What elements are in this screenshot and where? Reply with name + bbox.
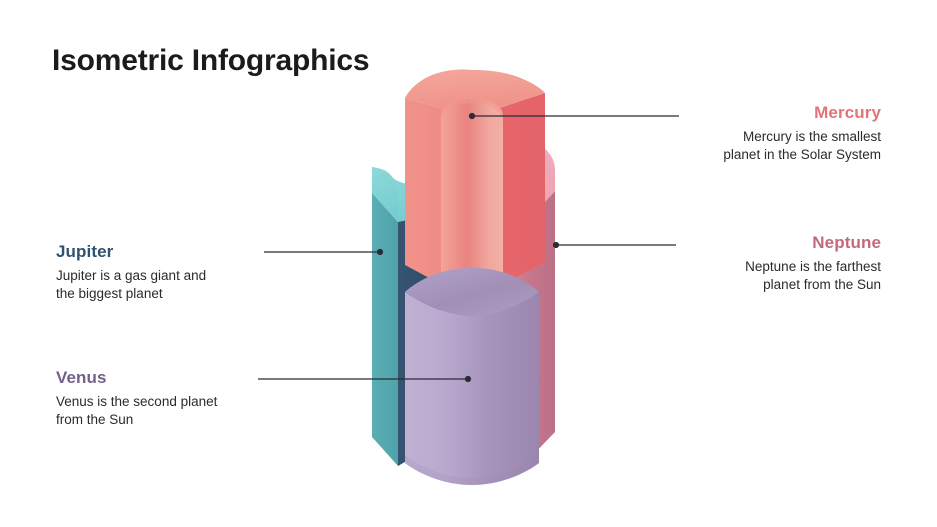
page-title: Isometric Infographics (52, 44, 370, 77)
callout-jupiter-heading: Jupiter (56, 242, 114, 261)
callout-mercury-body-line1: Mercury is the smallest (742, 129, 881, 144)
callout-mercury-body-line2: planet in the Solar System (723, 147, 881, 163)
venus-top-face (405, 267, 539, 316)
callout-mercury-heading: Mercury (814, 103, 881, 122)
callout-venus-body: Venus is the second planet from the Sun (56, 393, 306, 429)
callout-neptune-body-line1: Neptune is the farthest (745, 259, 881, 274)
callout-neptune-heading: Neptune (812, 233, 881, 252)
callout-jupiter-body-line1: Jupiter is a gas giant and (56, 268, 207, 283)
callout-venus-body-line2: from the Sun (56, 412, 134, 428)
venus-body-face (405, 292, 539, 485)
callout-mercury[interactable]: Mercury Mercury is the smallest planet i… (640, 103, 881, 164)
segment-venus[interactable] (405, 267, 539, 485)
jupiter-top-cap (372, 167, 398, 222)
callout-neptune-body: Neptune is the farthest planet from the … (640, 258, 881, 294)
jupiter-left-face (372, 193, 398, 466)
venus-bottom-shade (405, 455, 539, 485)
callout-jupiter[interactable]: Jupiter Jupiter is a gas giant and the b… (56, 242, 306, 303)
callout-venus-body-line1: Venus is the second planet (56, 394, 218, 409)
callout-neptune[interactable]: Neptune Neptune is the farthest planet f… (640, 233, 881, 294)
callout-venus[interactable]: Venus Venus is the second planet from th… (56, 368, 306, 429)
mercury-core-top-highlight (441, 98, 503, 123)
callout-mercury-body: Mercury is the smallest planet in the So… (640, 128, 881, 164)
callout-venus-heading: Venus (56, 368, 107, 387)
callout-neptune-body-line2: planet from the Sun (763, 277, 881, 293)
callout-jupiter-body: Jupiter is a gas giant and the biggest p… (56, 267, 306, 303)
callout-jupiter-body-line2: the biggest planet (56, 286, 163, 302)
mercury-top-face (405, 69, 545, 117)
